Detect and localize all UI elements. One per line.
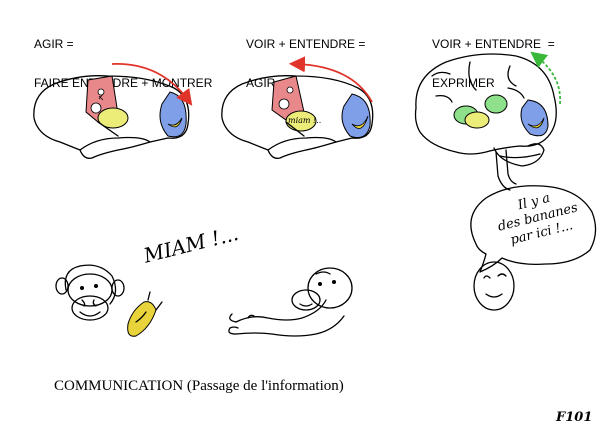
figure-reference: F101	[556, 410, 593, 425]
brain-3-auditory-area	[464, 111, 490, 129]
brain-2-outline	[221, 75, 374, 159]
speech-bubble	[470, 185, 597, 273]
brain-3-brainstem	[495, 149, 517, 191]
brain-3-outline	[414, 53, 557, 155]
brain-2	[221, 56, 374, 159]
brain-3-motor-area	[484, 94, 508, 114]
panel-2-caption-line1: VOIR + ENTENDRE =	[246, 37, 366, 51]
brain-1-banana-icon	[167, 117, 183, 128]
brain-3-visual-area	[520, 99, 549, 137]
arm-drawing	[228, 299, 345, 337]
panel-3-caption-line2: EXPRIMER	[432, 76, 495, 90]
brain-3-cerebellum	[493, 143, 545, 167]
brain-3-arrow	[530, 51, 561, 105]
head-drawing	[291, 267, 353, 311]
brain-2-auditory-area	[285, 110, 317, 132]
brain-3-banana-icon	[527, 117, 545, 129]
panel-3-caption: VOIR + ENTENDRE = EXPRIMER	[432, 12, 555, 116]
brain-2-banana-icon	[351, 115, 369, 129]
brain-2-label: miam !..	[288, 116, 322, 125]
brain-1-visual-area	[159, 91, 187, 138]
brain-1-outline	[33, 75, 190, 159]
panel-3-caption-line1: VOIR + ENTENDRE =	[432, 37, 555, 51]
monkey-drawing	[55, 264, 125, 321]
brain-3	[414, 51, 561, 191]
brain-1-monkey-icon	[90, 88, 105, 114]
brain-1-arrow	[111, 63, 193, 106]
brain-2-monkey-icon	[278, 86, 294, 110]
person-drawing	[473, 261, 515, 311]
brain-1	[33, 63, 193, 159]
brain-2-arrow	[288, 56, 373, 103]
brain-1-auditory-area	[97, 107, 129, 129]
banana-icon	[127, 291, 163, 337]
panel-2-caption: VOIR + ENTENDRE = AGIR	[246, 12, 365, 116]
panel-1-caption-line1: AGIR =	[34, 37, 74, 51]
brain-2-visual-area	[341, 93, 371, 139]
footer-title: COMMUNICATION (Passage de l'information)	[54, 378, 344, 394]
